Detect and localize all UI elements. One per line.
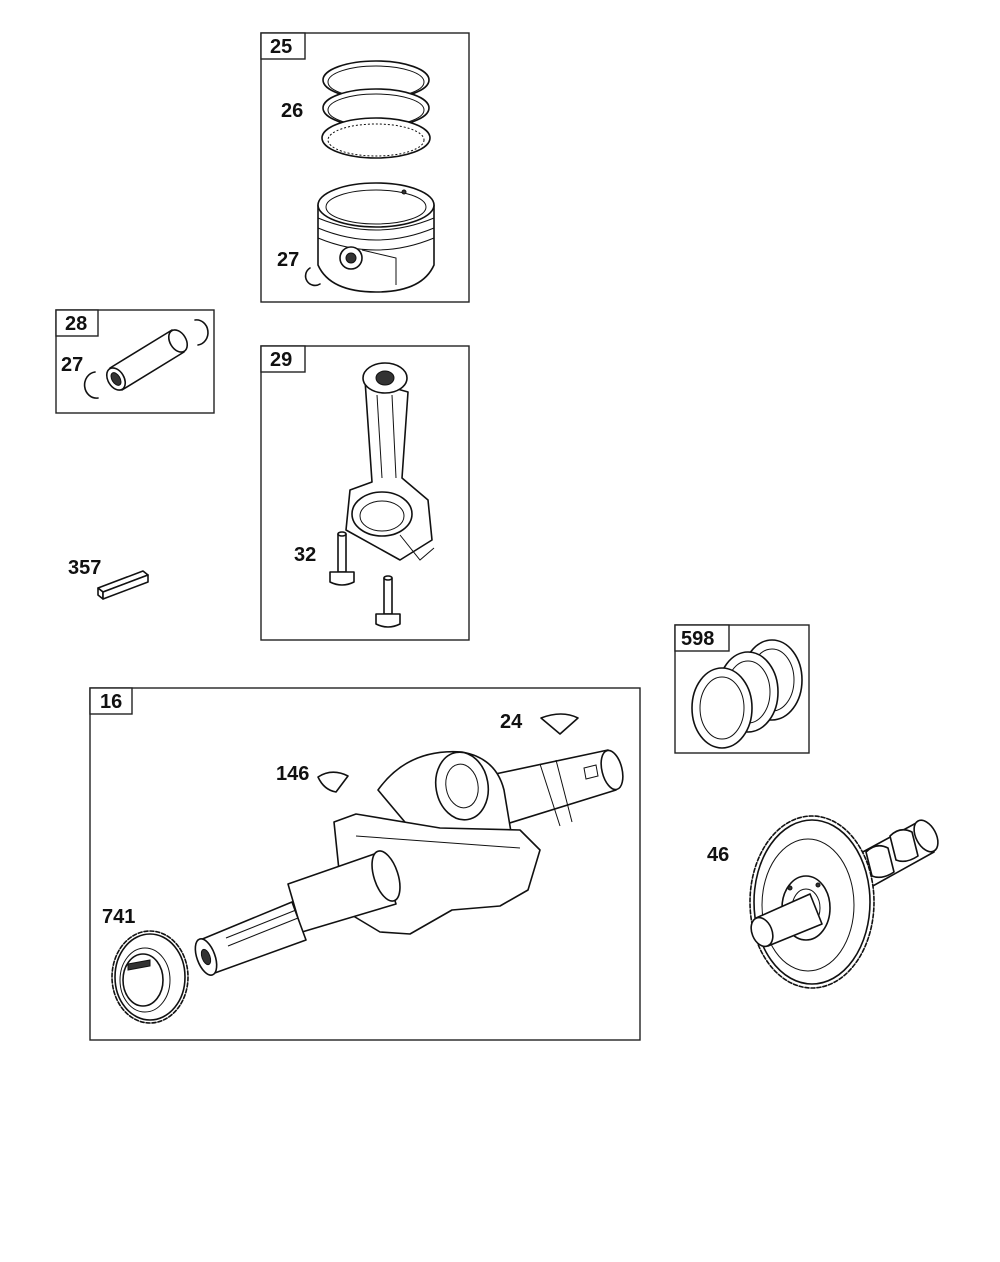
piston-pin-clip[interactable] <box>304 267 321 287</box>
piston-assembly-group: 25 26 27 <box>260 32 470 303</box>
callout-24[interactable]: 24 <box>500 711 523 733</box>
piston-pin-group: 28 27 <box>55 309 215 414</box>
callout-598-box <box>674 624 730 652</box>
callout-598[interactable]: 598 <box>681 628 714 650</box>
callout-32[interactable]: 32 <box>294 544 316 566</box>
callout-29-box <box>260 345 306 373</box>
connecting-rod-group: 29 32 <box>260 345 470 641</box>
pin-clip-right[interactable] <box>194 319 209 346</box>
callout-25-box <box>260 32 306 60</box>
piston-pin-frame <box>55 309 215 414</box>
piston-assembly-frame <box>260 32 470 303</box>
bearing-rings-frame <box>674 624 810 754</box>
camshaft-group: 46 <box>707 815 943 989</box>
camshaft[interactable] <box>747 815 943 989</box>
crankshaft-group: 16 24 146 <box>89 687 641 1041</box>
piston-ring-set[interactable] <box>321 60 431 159</box>
key-146[interactable] <box>317 771 349 793</box>
callout-16[interactable]: 16 <box>100 691 122 713</box>
piston-pin[interactable] <box>103 327 191 394</box>
crankshaft-frame <box>89 687 641 1041</box>
callout-28-box <box>55 309 99 337</box>
woodruff-key-357[interactable] <box>97 570 149 600</box>
callout-741[interactable]: 741 <box>102 906 135 928</box>
bearing-ring-set[interactable] <box>691 639 803 749</box>
crankshaft[interactable] <box>191 748 626 978</box>
connecting-rod[interactable] <box>345 362 435 561</box>
callout-146[interactable]: 146 <box>276 763 309 785</box>
bearing-rings-group: 598 <box>674 624 810 754</box>
connecting-rod-frame <box>260 345 470 641</box>
key-24[interactable] <box>540 713 579 735</box>
callout-46[interactable]: 46 <box>707 844 729 866</box>
callout-29[interactable]: 29 <box>270 349 292 371</box>
callout-357[interactable]: 357 <box>68 557 101 579</box>
rod-bolt-right[interactable] <box>375 575 401 628</box>
rod-bolt-left[interactable] <box>329 531 355 586</box>
callout-28[interactable]: 28 <box>65 313 87 335</box>
pin-clip-left[interactable] <box>83 371 99 399</box>
piston[interactable] <box>317 182 435 293</box>
key-357-group: 357 <box>68 557 149 600</box>
callout-26[interactable]: 26 <box>281 100 303 122</box>
callout-27-upper[interactable]: 27 <box>277 249 299 271</box>
crank-gear-741[interactable] <box>111 930 189 1024</box>
callout-27-lower[interactable]: 27 <box>61 354 83 376</box>
callout-16-box <box>89 687 133 715</box>
callout-25[interactable]: 25 <box>270 36 292 58</box>
